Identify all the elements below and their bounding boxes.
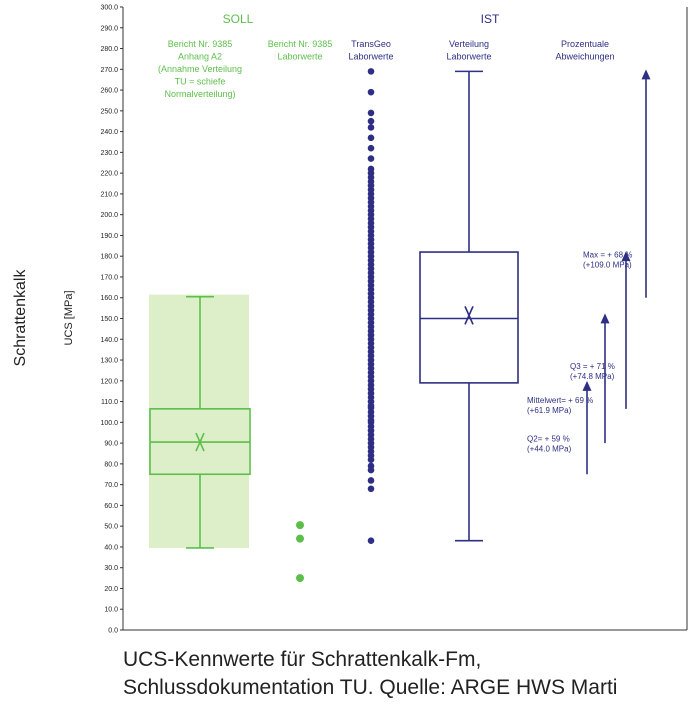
y-tick-label: 20.0 bbox=[104, 586, 118, 593]
column-header-3-line: Laborwerte bbox=[348, 52, 393, 62]
deviation-label: Q3 = + 71 % bbox=[570, 362, 615, 371]
column-header-2-line: Bericht Nr. 9385 bbox=[268, 39, 333, 49]
transgeo-lab-point bbox=[367, 109, 375, 117]
deviation-label: Max = + 68 % bbox=[583, 251, 632, 260]
column-header-1-line: Bericht Nr. 9385 bbox=[168, 39, 233, 49]
soll-lab-point bbox=[296, 574, 304, 583]
soll-boxplot bbox=[149, 294, 251, 549]
soll-mean-marker bbox=[195, 432, 205, 452]
ist-boxplot bbox=[419, 70, 519, 542]
column-header-5-line: Prozentuale bbox=[561, 39, 609, 49]
deviation-label: Q2= + 59 % bbox=[527, 434, 570, 443]
group-header-soll: SOLL bbox=[223, 12, 254, 26]
ist-iqr-box bbox=[419, 251, 519, 384]
y-tick-label: 50.0 bbox=[104, 524, 118, 531]
y-tick-label: 160.0 bbox=[100, 295, 118, 302]
y-tick-label: 90.0 bbox=[104, 441, 118, 448]
y-tick-label: 70.0 bbox=[104, 482, 118, 489]
y-tick-label: 150.0 bbox=[100, 316, 118, 323]
y-tick-label: 140.0 bbox=[100, 337, 118, 344]
y-tick-label: 130.0 bbox=[100, 358, 118, 365]
transgeo-lab-point bbox=[367, 117, 375, 125]
y-tick-label: 110.0 bbox=[101, 399, 118, 406]
y-axis-ticks: 0.0 10.0 20.0 30.0 40.0 50.0 60.0 70.0 80.0 90.0 1… bbox=[100, 5, 123, 635]
transgeo-lab-point bbox=[367, 477, 375, 484]
y-tick-label: 30.0 bbox=[104, 565, 118, 572]
y-tick-label: 300.0 bbox=[100, 5, 118, 12]
soll-range-band bbox=[149, 294, 249, 548]
transgeo-lab-point bbox=[367, 88, 375, 96]
transgeo-lab-point bbox=[367, 68, 375, 75]
deviation-arrow-head bbox=[600, 313, 610, 324]
deviation-arrow-head bbox=[641, 69, 651, 80]
column-header-1-line: Anhang A2 bbox=[178, 52, 222, 62]
column-header-1-line: TU = schiefe bbox=[175, 77, 226, 87]
ucs-boxplot-chart: 0.0 10.0 20.0 30.0 40.0 50.0 60.0 70.0 80.0 90.0 1… bbox=[12, 5, 688, 635]
y-tick-label: 210.0 bbox=[100, 191, 118, 198]
transgeo-lab-point bbox=[367, 537, 375, 545]
column-header-4-line: Laborwerte bbox=[446, 52, 491, 62]
y-tick-label: 60.0 bbox=[104, 503, 118, 510]
caption-line-2: Schlussdokumentation TU. Quelle: ARGE HW… bbox=[123, 676, 618, 699]
y-tick-label: 0.0 bbox=[108, 628, 118, 635]
figure-caption: UCS-Kennwerte für Schrattenkalk-Fm, Schl… bbox=[123, 646, 693, 702]
transgeo-lab-point bbox=[367, 485, 375, 493]
deviation-label: Mittelwert= + 69 % bbox=[527, 396, 593, 405]
transgeo-lab-point bbox=[367, 155, 375, 162]
deviation-sublabel: (+74.8 MPa) bbox=[570, 372, 615, 381]
y-tick-label: 190.0 bbox=[100, 233, 118, 240]
y-tick-label: 100.0 bbox=[100, 420, 118, 427]
column-header-4-line: Verteilung bbox=[449, 39, 489, 49]
column-header-1-line: Normalverteilung) bbox=[164, 89, 235, 99]
deviation-sublabel: (+109.0 MPa) bbox=[583, 261, 632, 270]
transgeo-lab-point bbox=[367, 134, 375, 142]
transgeo-lab-points bbox=[367, 68, 375, 545]
side-label: Schrattenkalk bbox=[12, 269, 29, 367]
ist-mean-marker bbox=[464, 306, 474, 325]
soll-lab-point bbox=[296, 521, 304, 530]
deviation-arrow-head bbox=[582, 380, 592, 391]
column-header-3-line: TransGeo bbox=[351, 39, 391, 49]
y-tick-label: 200.0 bbox=[100, 212, 118, 219]
y-tick-label: 240.0 bbox=[100, 129, 118, 136]
soll-lab-point bbox=[296, 534, 304, 543]
y-tick-label: 290.0 bbox=[100, 25, 118, 32]
y-tick-label: 180.0 bbox=[100, 254, 118, 261]
transgeo-lab-point bbox=[367, 124, 375, 131]
y-tick-label: 260.0 bbox=[100, 88, 118, 95]
deviation-arrow-head bbox=[621, 251, 631, 262]
deviation-arrows: Q2= + 59 %(+44.0 MPa)Mittelwert= + 69 %(… bbox=[527, 69, 651, 475]
plot-frame bbox=[122, 7, 688, 631]
soll-lab-points bbox=[296, 521, 304, 583]
y-tick-label: 80.0 bbox=[104, 461, 118, 468]
deviation-sublabel: (+61.9 MPa) bbox=[527, 406, 572, 415]
transgeo-lab-point bbox=[367, 165, 375, 173]
deviation-sublabel: (+44.0 MPa) bbox=[527, 444, 572, 453]
y-tick-label: 250.0 bbox=[100, 108, 118, 115]
transgeo-lab-point bbox=[367, 462, 375, 470]
y-tick-label: 10.0 bbox=[104, 607, 118, 614]
column-header-1-line: (Annahme Verteilung bbox=[158, 64, 242, 74]
y-tick-label: 120.0 bbox=[100, 378, 118, 385]
y-tick-label: 270.0 bbox=[100, 67, 118, 74]
y-tick-label: 40.0 bbox=[104, 544, 118, 551]
y-tick-label: 230.0 bbox=[100, 150, 118, 157]
y-tick-label: 280.0 bbox=[100, 46, 118, 53]
group-header-ist: IST bbox=[481, 12, 500, 26]
y-axis-label: UCS [MPa] bbox=[63, 290, 75, 345]
y-tick-label: 170.0 bbox=[100, 274, 118, 281]
transgeo-lab-point bbox=[367, 144, 375, 152]
column-header-5-line: Abweichungen bbox=[555, 52, 614, 62]
caption-line-1: UCS-Kennwerte für Schrattenkalk-Fm, bbox=[123, 648, 482, 671]
column-header-2-line: Laborwerte bbox=[277, 52, 322, 62]
y-tick-label: 220.0 bbox=[100, 171, 118, 178]
